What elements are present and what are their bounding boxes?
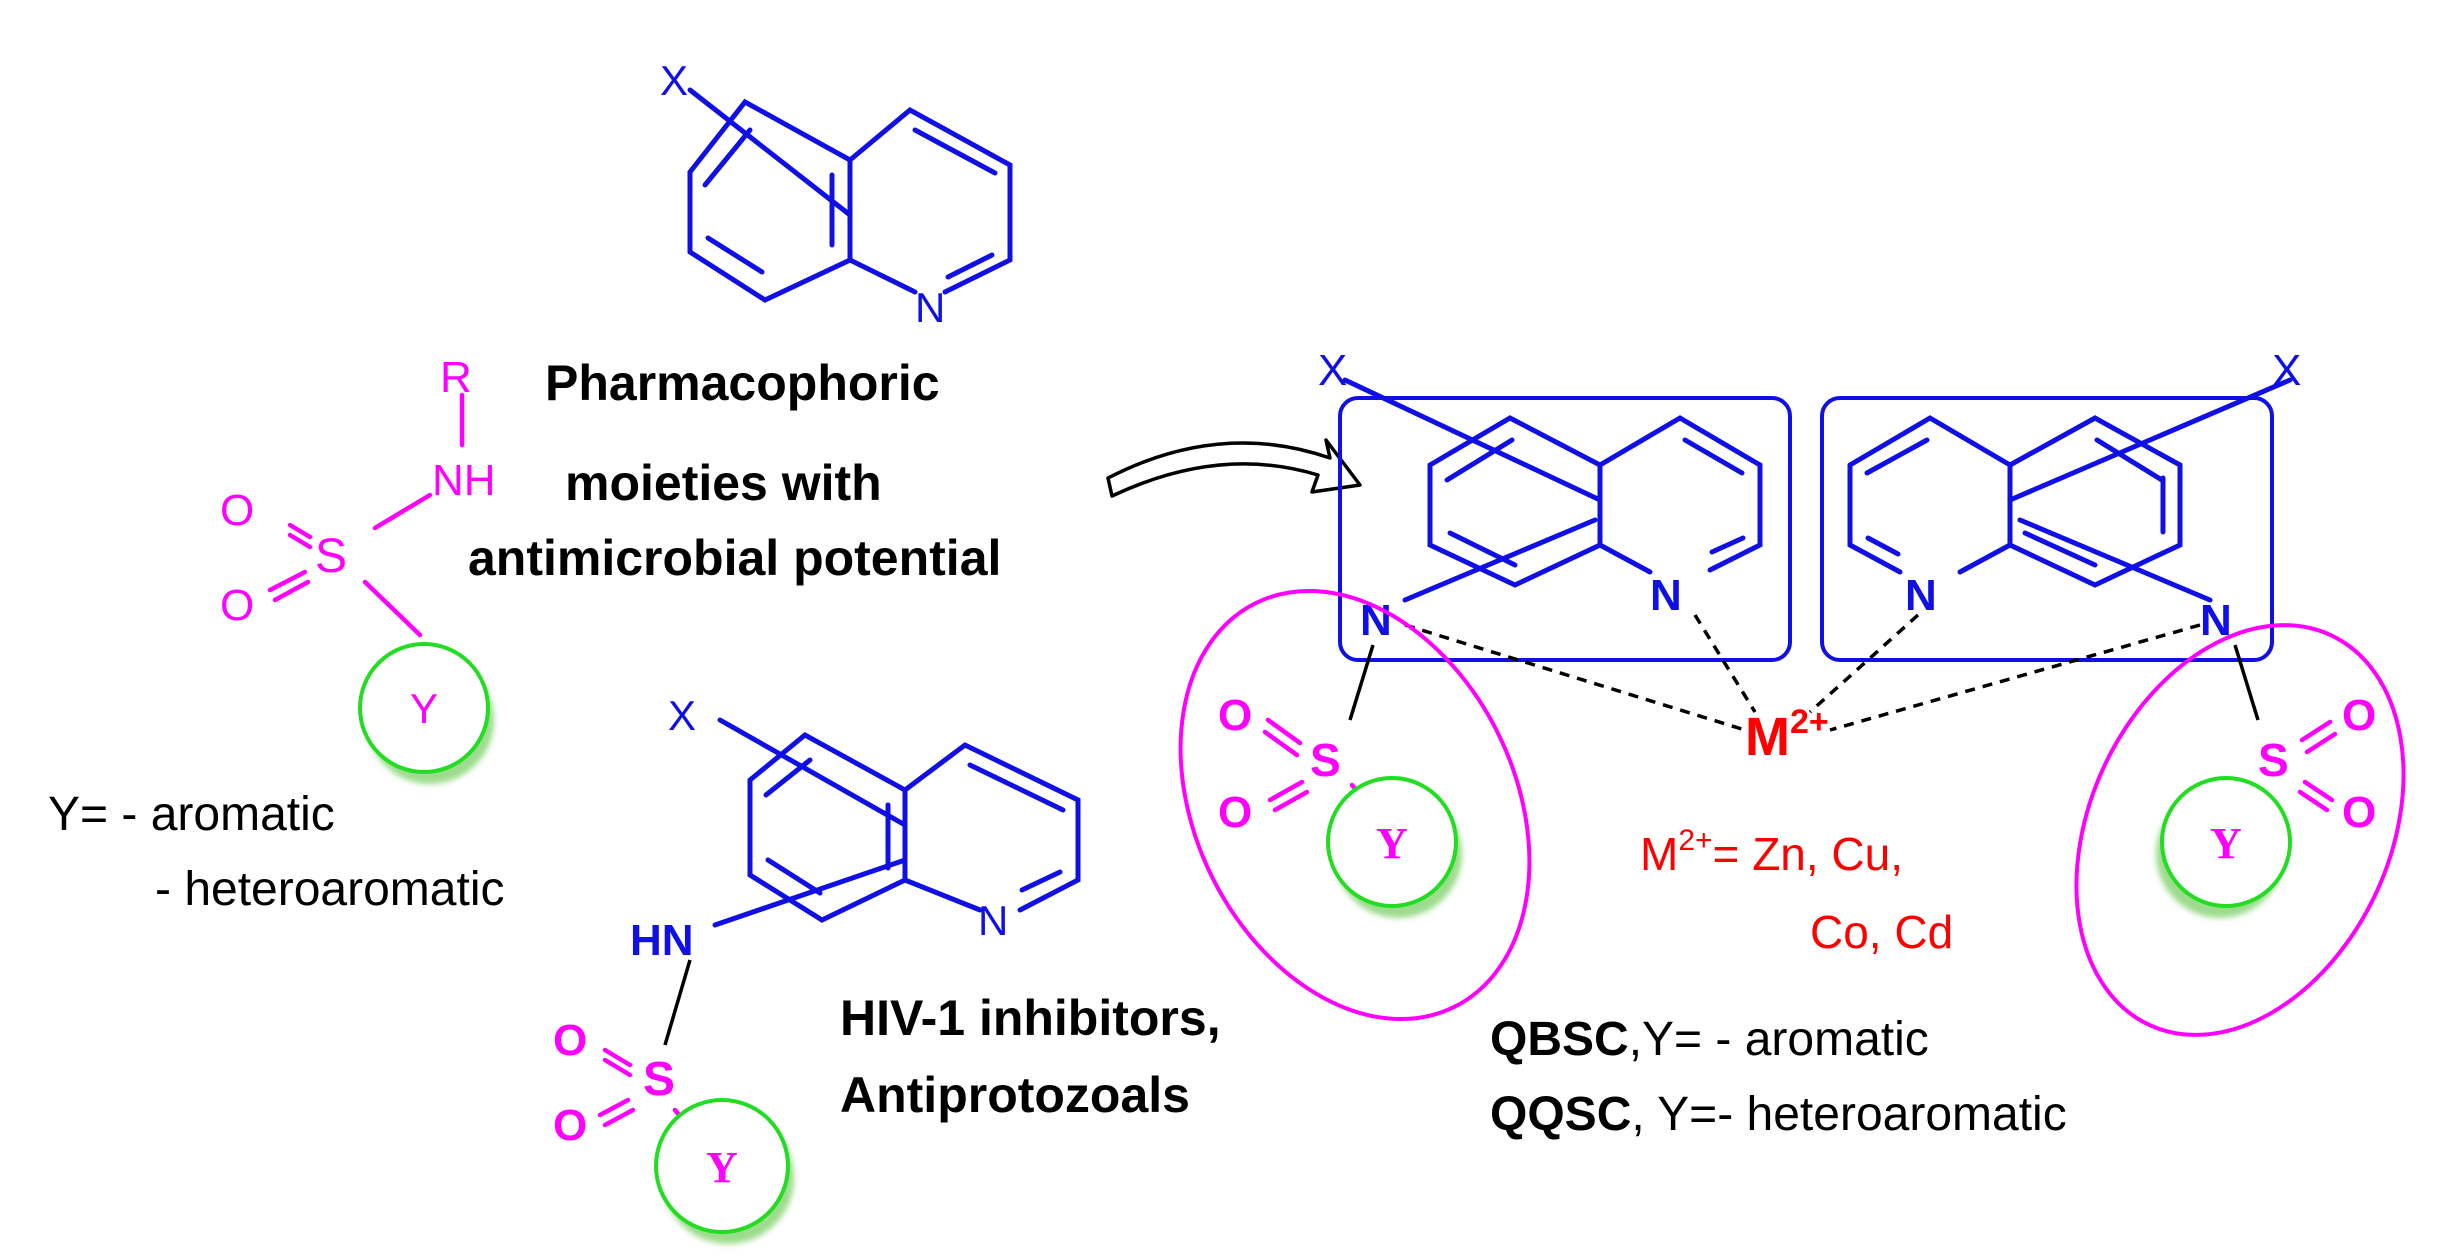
qqsc-text: , Y=- heteroaromatic [1631, 1088, 2066, 1141]
hn-label: HN [630, 916, 694, 965]
left-sulfonyl-ellipse [1178, 588, 1532, 1022]
metal-charge: 2+ [1790, 703, 1829, 741]
right-y-ring [2160, 776, 2292, 908]
o-label-1: O [220, 486, 254, 535]
r-label: R [440, 353, 472, 402]
y-def-line-2: - heteroaromatic [155, 863, 504, 916]
sulfonamide-generic: R NH O S O Y [220, 353, 496, 784]
qbsc-text: ,Y= - aromatic [1629, 1013, 1929, 1066]
right-sulfonyl-ellipse [2074, 623, 2406, 1037]
s-label: S [643, 1053, 675, 1106]
qbsc-code: QBSC [1490, 1013, 1629, 1066]
caption-line-1: Pharmacophoric [545, 355, 940, 411]
metal-list-line-2: Co, Cd [1810, 906, 1953, 958]
metal-list-charge: 2+ [1678, 824, 1712, 857]
reaction-arrow [1106, 438, 1362, 498]
left-o-label-2: O [1218, 788, 1252, 837]
left-y-label: Y [1376, 819, 1408, 868]
right-ligand-box [1820, 396, 2274, 662]
metal-list-prefix: M [1640, 828, 1678, 880]
legend-qbsc: QBSC,Y= - aromatic [1490, 1013, 1929, 1066]
n-label: N [915, 284, 945, 331]
hiv-line-2: Antiprotozoals [840, 1067, 1190, 1123]
o-label-1: O [553, 1016, 587, 1065]
y-ring [358, 642, 490, 774]
metal-list-text-1: = Zn, Cu, [1713, 828, 1903, 880]
right-quinoline: X N N [1847, 346, 2301, 645]
y-label: Y [706, 1143, 738, 1192]
metal-symbol: M [1745, 707, 1790, 767]
left-x-label: X [1318, 346, 1347, 395]
o-label-2: O [553, 1101, 587, 1150]
y-label: Y [410, 685, 438, 732]
n-label: N [978, 897, 1008, 944]
y-ring [654, 1098, 790, 1234]
hiv-line-1: HIV-1 inhibitors, [840, 990, 1221, 1046]
right-o-label-2: O [2342, 788, 2376, 837]
metal-list-line-1: M2+= Zn, Cu, [1640, 824, 1903, 880]
legend-qqsc: QQSC, Y=- heteroaromatic [1490, 1088, 2067, 1141]
hiv-caption: HIV-1 inhibitors, Antiprotozoals [840, 990, 1221, 1123]
caption-line-3: antimicrobial potential [468, 530, 1001, 586]
y-definition: Y= - aromatic - heteroaromatic [48, 788, 504, 916]
x-label: X [668, 692, 696, 739]
caption-line-2: moieties with [565, 455, 882, 511]
right-s-label: S [2258, 734, 2289, 786]
metal-complex: X N N X N N M2+ [1178, 346, 2406, 1037]
left-o-label-1: O [1218, 691, 1252, 740]
nh-label: NH [432, 456, 496, 505]
quinoline-sulfonamide: X N HN O S O Y [553, 692, 1081, 1244]
metal-center-label: M2+ [1745, 703, 1829, 767]
right-x-label: X [2272, 346, 2301, 395]
o-label-2: O [220, 581, 254, 630]
left-n-ring-label: N [1650, 571, 1682, 620]
pharmacophore-caption: Pharmacophoric moieties with antimicrobi… [468, 355, 1001, 586]
right-n-ring-label: N [1905, 571, 1937, 620]
compound-legend: QBSC,Y= - aromatic QQSC, Y=- heteroaroma… [1490, 1013, 2067, 1141]
right-o-label-1: O [2342, 691, 2376, 740]
left-ligand-box [1338, 396, 1792, 662]
x-label: X [660, 57, 688, 104]
right-y-label: Y [2210, 819, 2242, 868]
quinoline-top: X N [660, 57, 1013, 331]
left-y-ring [1326, 776, 1458, 908]
left-s-label: S [1310, 734, 1341, 786]
left-quinoline: X N N [1318, 346, 1763, 645]
y-def-line-1: Y= - aromatic [48, 788, 335, 841]
qqsc-code: QQSC [1490, 1088, 1631, 1141]
s-label: S [315, 530, 347, 583]
